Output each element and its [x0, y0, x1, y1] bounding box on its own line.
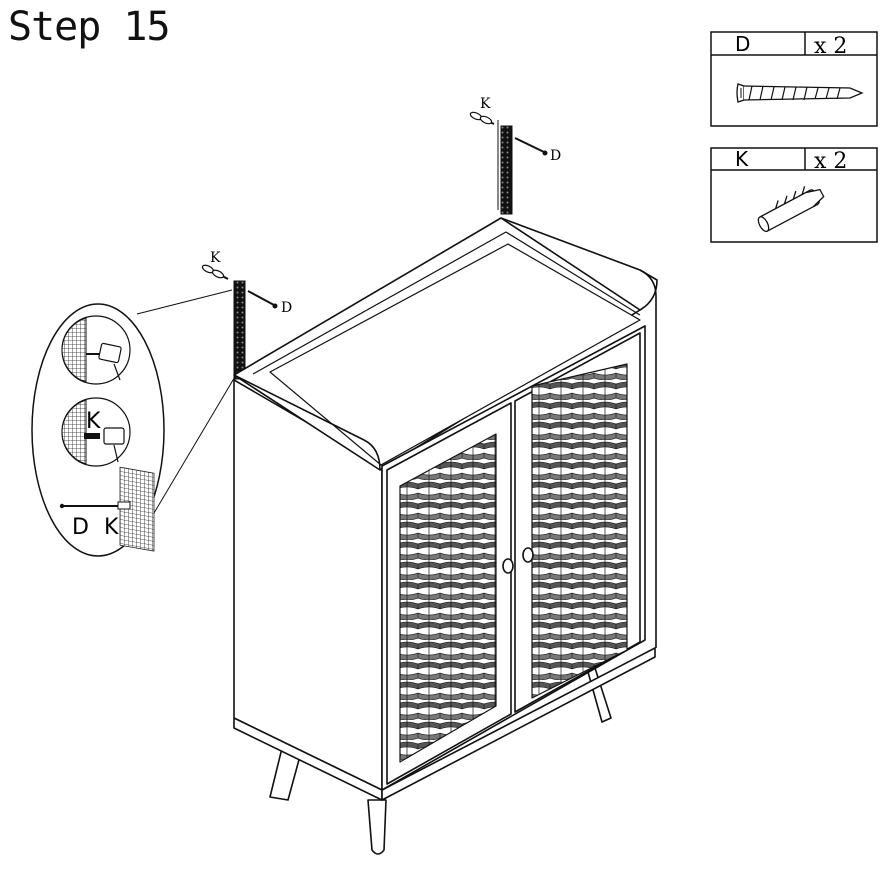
left-door-knob: [502, 558, 514, 574]
right-anchor-label: K: [480, 96, 491, 112]
cabinet: [233, 217, 658, 855]
step-title: Step 15: [8, 4, 171, 50]
screw-icon: [736, 83, 864, 103]
right-screw-d: [514, 137, 548, 156]
detail-callout: K D K: [31, 289, 237, 557]
left-screw-label: D: [281, 300, 292, 316]
part-d-qty: x 2: [814, 34, 847, 59]
detail-drill-step: [61, 315, 131, 385]
right-wall-strap: [497, 120, 513, 215]
part-k-letter: K: [735, 147, 749, 171]
leg-front: [367, 799, 387, 855]
right-screw-label: D: [550, 148, 561, 164]
detail-label-k: K: [86, 409, 101, 434]
left-screw-d: [247, 290, 278, 309]
left-anchor-label: K: [210, 250, 221, 266]
left-anchor-k: [201, 264, 229, 280]
right-door-knob: [522, 547, 534, 563]
part-k-qty: x 2: [814, 149, 847, 174]
part-d-letter: D: [735, 32, 750, 56]
left-wall-strap: [233, 280, 246, 380]
part-d-box: D x 2: [710, 31, 878, 127]
part-k-box: K x 2: [710, 147, 878, 243]
detail-label-d: D: [72, 515, 89, 540]
detail-screw-step: [59, 466, 155, 552]
detail-anchor-step: [61, 397, 131, 467]
detail-label-k2: K: [104, 515, 119, 540]
wall-anchor-icon: [757, 186, 825, 233]
right-anchor-k: [469, 111, 495, 125]
